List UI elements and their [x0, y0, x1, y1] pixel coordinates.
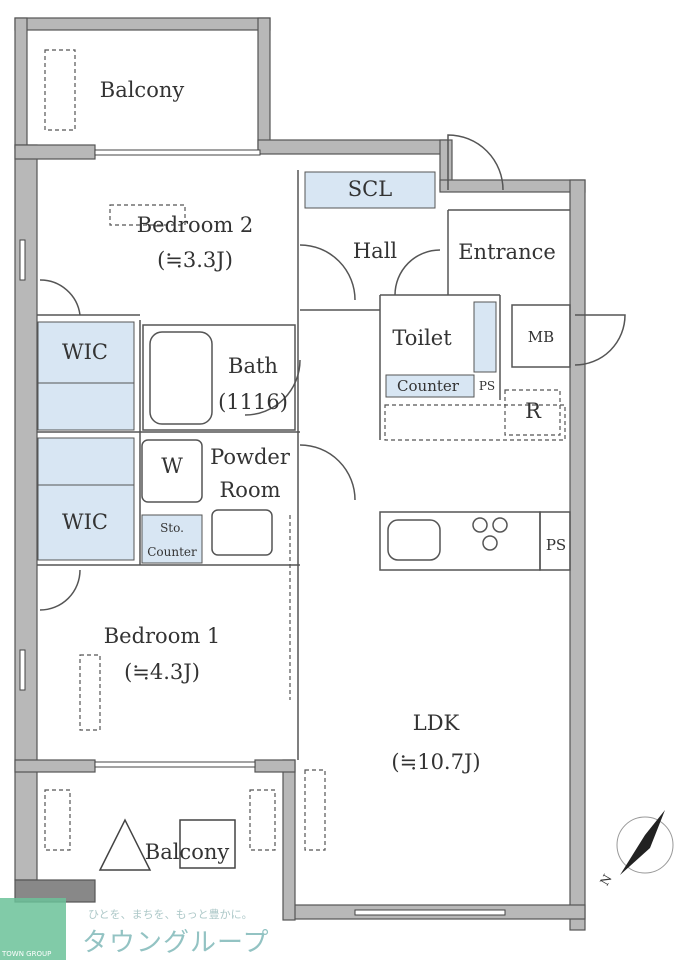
toilet-counter-label: Counter — [397, 377, 459, 395]
bedroom1-label: Bedroom 1 — [103, 624, 221, 648]
town-group-logo: TOWN GROUP — [0, 898, 66, 960]
hall-label: Hall — [352, 239, 398, 263]
logo-caption: TOWN GROUP — [2, 950, 52, 958]
dashed-areas — [44, 49, 566, 851]
storage-areas — [37, 171, 497, 564]
ps-label-1: PS — [478, 379, 496, 393]
toilet-label: Toilet — [392, 326, 452, 350]
powder-room-label: Powder — [210, 445, 290, 469]
walls — [14, 17, 586, 931]
ldk-size: (≒10.7J) — [391, 750, 481, 774]
balcony-units — [98, 818, 236, 871]
washer-label: W — [161, 454, 183, 478]
mb-label: MB — [527, 328, 555, 346]
storage-counter-label: Counter — [147, 545, 197, 559]
logo-brand: タウングループ — [82, 928, 270, 958]
bath-label: Bath — [228, 354, 278, 378]
interior-walls — [37, 134, 626, 760]
wic-lower-label: WIC — [62, 510, 108, 534]
compass-icon — [616, 810, 674, 875]
balcony-bottom-label: Balcony — [144, 840, 230, 864]
bedroom2-size: (≒3.3J) — [157, 248, 233, 272]
windows — [19, 149, 506, 916]
bedroom1-size: (≒4.3J) — [124, 660, 200, 684]
balcony-top-label: Balcony — [99, 78, 185, 102]
entrance-label: Entrance — [458, 240, 556, 264]
ps-label-2: PS — [545, 536, 567, 554]
refrigerator-label: R — [525, 399, 541, 423]
wic-upper-label: WIC — [62, 340, 108, 364]
storage-label: Sto. — [160, 521, 184, 535]
powder-room-label-2: Room — [219, 478, 281, 502]
scl-label: SCL — [347, 177, 393, 201]
logo-tagline: ひとを、まちを、もっと豊かに。 — [88, 908, 253, 921]
bedroom2-label: Bedroom 2 — [136, 213, 254, 237]
ldk-label: LDK — [412, 711, 460, 735]
bath-size: (1116) — [218, 390, 288, 414]
